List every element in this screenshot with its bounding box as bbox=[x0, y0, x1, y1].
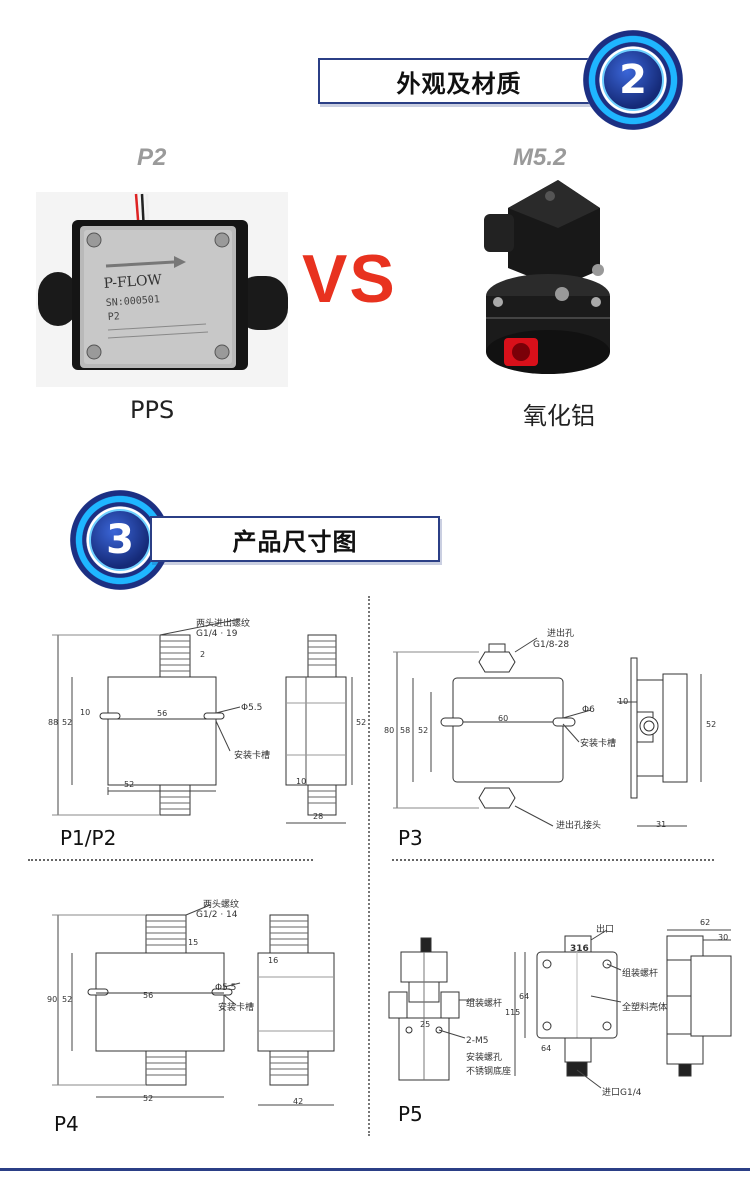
p5-dim-w62: 62 bbox=[700, 918, 711, 927]
p4-hole-note: Φ5.5 bbox=[215, 983, 237, 993]
section2-title: 外观及材质 bbox=[396, 69, 522, 98]
section2-banner: 外观及材质 bbox=[318, 58, 600, 104]
p5-inlet-note: 进口G1/4 bbox=[602, 1088, 642, 1098]
p4-dim-width: 56 bbox=[143, 991, 154, 1000]
p5-bolt-note: 组装螺杆 bbox=[622, 969, 659, 979]
p2-product-image: P-FLOW SN:000501 P2 bbox=[36, 192, 288, 387]
p1p2-label: P1/P2 bbox=[60, 826, 117, 850]
p2-plate-sn: SN:000501 bbox=[105, 294, 160, 309]
p5-mount-note-3: 安装螺孔 bbox=[466, 1053, 503, 1063]
p3-dim-width: 60 bbox=[498, 714, 509, 723]
p3-hole-note: Φ6 bbox=[582, 705, 595, 715]
p5-outlet-size: 316 bbox=[570, 944, 589, 954]
p3-dim-h3: 52 bbox=[418, 726, 429, 735]
p3-dim-side-h: 52 bbox=[706, 720, 717, 729]
p1p2-dim-side-width: 28 bbox=[313, 812, 324, 821]
p3-drawing bbox=[393, 637, 702, 827]
p1p2-dim-side-h: 52 bbox=[356, 718, 367, 727]
p1p2-mount-note: 安装卡槽 bbox=[234, 751, 271, 761]
p3-joint-note: 进出孔接头 bbox=[556, 821, 602, 831]
p5-dim-h64: 64 bbox=[519, 992, 530, 1001]
left-material-label: PPS bbox=[130, 396, 175, 424]
p4-thread-note-2: G1/2 · 14 bbox=[196, 910, 238, 920]
section2-number: 2 bbox=[602, 49, 664, 111]
p1p2-dim-side-top: 2 bbox=[200, 650, 206, 659]
p4-dim-top: 15 bbox=[188, 938, 199, 947]
p4-label: P4 bbox=[54, 1112, 79, 1136]
section3-title: 产品尺寸图 bbox=[232, 527, 358, 556]
p1p2-dim-height: 88 bbox=[48, 718, 59, 727]
p4-dim-side-width: 42 bbox=[293, 1097, 304, 1106]
p1p2-dim-slot: 10 bbox=[80, 708, 91, 717]
p3-dim-slot: 10 bbox=[618, 697, 629, 706]
p3-mount-note: 安装卡槽 bbox=[580, 739, 617, 749]
p3-thread-note-2: G1/8-28 bbox=[533, 640, 570, 650]
p1p2-thread-note-1: 两头进出螺纹 bbox=[196, 619, 251, 629]
section3-banner: 产品尺寸图 bbox=[150, 516, 440, 562]
p4-mount-note: 安装卡槽 bbox=[218, 1003, 255, 1013]
bottom-border bbox=[0, 1168, 750, 1171]
p4-dim-bottom: 52 bbox=[143, 1094, 154, 1103]
p4-thread-note-1: 两头螺纹 bbox=[203, 900, 240, 910]
p1p2-dim-inner: 52 bbox=[62, 718, 73, 727]
p1p2-dim-side-slot: 10 bbox=[296, 777, 307, 786]
vs-text: VS bbox=[302, 241, 397, 317]
p1p2-drawing bbox=[52, 618, 353, 824]
p5-dim-w30: 30 bbox=[718, 933, 729, 942]
p4-dim-height: 90 bbox=[47, 995, 58, 1004]
p1p2-hole-note: Φ5.5 bbox=[241, 703, 263, 713]
p1p2-thread-note-2: G1/4 · 19 bbox=[196, 629, 238, 639]
p3-label: P3 bbox=[398, 826, 423, 850]
p5-outlet-note: 出口 bbox=[596, 925, 615, 935]
p4-dim-side-16: 16 bbox=[268, 956, 279, 965]
p5-label: P5 bbox=[398, 1102, 423, 1126]
p5-dim-b64: 64 bbox=[541, 1044, 552, 1053]
p4-dim-inner: 52 bbox=[62, 995, 73, 1004]
p3-thread-note-1: 进出孔 bbox=[547, 629, 575, 639]
p2-plate-brand: P-FLOW bbox=[103, 272, 163, 292]
section3-number: 3 bbox=[89, 509, 151, 571]
divider-left bbox=[28, 859, 313, 861]
section3-badge: 3 bbox=[70, 490, 170, 590]
divider-right bbox=[392, 859, 714, 861]
p5-mount-note-1: 组装螺杆 bbox=[466, 999, 503, 1009]
m52-product-image bbox=[484, 180, 610, 374]
p3-dim-h2: 58 bbox=[400, 726, 411, 735]
p5-drawing bbox=[388, 929, 732, 1089]
p5-mount-note-4: 不锈钢底座 bbox=[466, 1067, 512, 1077]
p5-mount-note-2: 2-M5 bbox=[466, 1036, 489, 1046]
left-model-label: P2 bbox=[137, 144, 167, 171]
right-model-label: M5.2 bbox=[513, 144, 567, 171]
p4-drawing bbox=[52, 904, 335, 1106]
p1p2-dim-width: 56 bbox=[157, 709, 168, 718]
p1p2-dim-bottom: 52 bbox=[124, 780, 135, 789]
p5-dim-d25: 25 bbox=[420, 1020, 431, 1029]
p3-dim-side-width: 31 bbox=[656, 820, 667, 829]
p5-body-note: 全塑料壳体 bbox=[622, 1003, 668, 1013]
section2-badge: 2 bbox=[583, 30, 683, 130]
p3-dim-height: 80 bbox=[384, 726, 395, 735]
divider-vertical bbox=[368, 596, 370, 1136]
right-material-label: 氧化铝 bbox=[523, 402, 595, 430]
p5-dim-h115: 115 bbox=[505, 1008, 521, 1017]
p2-plate-model: P2 bbox=[107, 311, 120, 323]
